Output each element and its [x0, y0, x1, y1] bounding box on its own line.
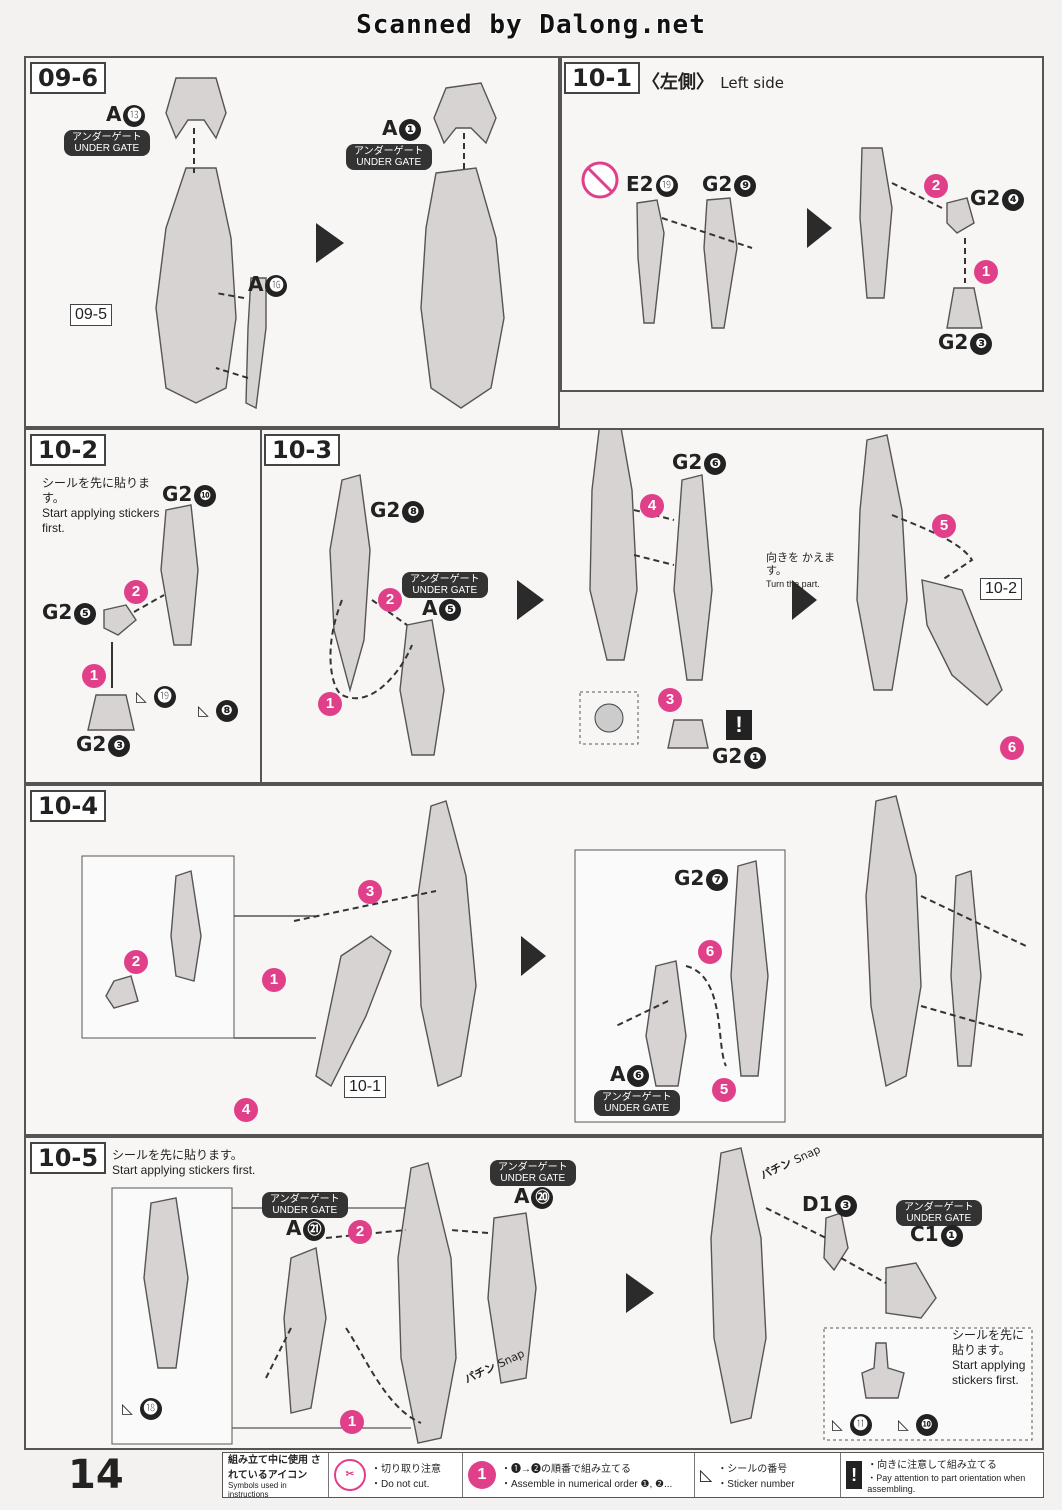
sticker-note: シールを先に貼ります。Start applying stickers first… — [42, 476, 160, 535]
sticker-18: ◺ ⓲ — [122, 1398, 162, 1420]
order-number: 1 — [318, 692, 342, 716]
scan-banner: Scanned by Dalong.net — [356, 10, 706, 40]
turn-note: 向きを かえます。Turn the part. — [766, 552, 836, 589]
order-number: 1 — [974, 260, 998, 284]
sticker-19: ◺ ⓳ — [136, 686, 176, 708]
order-number: 2 — [924, 174, 948, 198]
order-number: 4 — [640, 494, 664, 518]
step-09-6-drawing — [155, 77, 505, 410]
sticker-note: シールを先に 貼ります。Start applying stickers firs… — [952, 1328, 1026, 1387]
step-10-2-drawing — [87, 504, 199, 731]
side-label: 〈左側〉 Left side — [642, 72, 785, 93]
order-number: 3 — [358, 880, 382, 904]
attention-icon: ! — [846, 1461, 863, 1489]
legend-cut: ✂ ・切り取り注意・Do not cut. — [329, 1453, 463, 1497]
order-number: 6 — [1000, 736, 1024, 760]
step-10-4-drawing — [81, 795, 1027, 1123]
legend-orientation: ! ・向きに注意して組み立てる・Pay attention to part or… — [841, 1453, 1041, 1497]
order-number: 6 — [698, 940, 722, 964]
step-10-3-drawing — [329, 430, 1003, 756]
step-label: 09-6 — [30, 62, 107, 94]
step-10-1-drawing — [581, 147, 983, 329]
sticker-8: ◺ ❽ — [198, 700, 238, 722]
attention-icon: ! — [726, 710, 752, 740]
sticker-note: シールを先に貼ります。Start applying stickers first… — [112, 1148, 256, 1177]
order-number: 5 — [932, 514, 956, 538]
order-number: 2 — [378, 588, 402, 612]
sticker-11: ◺ ⓫ — [832, 1414, 872, 1436]
order-number: 5 — [712, 1078, 736, 1102]
ref-09-5: 09-5 — [70, 304, 113, 326]
legend-order: 1 ・❶→❷の順番で組み立てる・Assemble in numerical or… — [463, 1453, 695, 1497]
do-not-cut-icon: ✂ — [334, 1459, 366, 1491]
page-number: 14 — [68, 1452, 124, 1498]
legend-sticker: ◺ ・シールの番号・Sticker number — [695, 1453, 841, 1497]
ref-10-1: 10-1 — [344, 1076, 387, 1098]
step-label: 10-3 — [264, 434, 341, 466]
icon-legend: 組み立て中に使用 されているアイコン Symbols used in instr… — [222, 1452, 1044, 1499]
legend-title: 組み立て中に使用 されているアイコン Symbols used in instr… — [223, 1453, 329, 1499]
order-number: 1 — [340, 1410, 364, 1434]
order-number: 2 — [348, 1220, 372, 1244]
order-number-icon: 1 — [468, 1461, 496, 1489]
sticker-icon: ◺ — [700, 1467, 713, 1484]
order-number: 2 — [124, 950, 148, 974]
order-number: 4 — [234, 1098, 258, 1122]
ref-10-2: 10-2 — [980, 578, 1023, 600]
order-number: 3 — [658, 688, 682, 712]
step-label: 10-4 — [30, 790, 107, 822]
sticker-10: ◺ ❿ — [898, 1414, 938, 1436]
step-label: 10-5 — [30, 1142, 107, 1174]
panel-10-5: 10-5 シールを先に貼ります。Start applying stickers … — [24, 1136, 1044, 1450]
step-label: 10-2 — [30, 434, 107, 466]
panel-10-2: 10-2 シールを先に貼ります。Start applying stickers … — [24, 428, 262, 784]
order-number: 2 — [124, 580, 148, 604]
step-label: 10-1 — [564, 62, 641, 94]
order-number: 1 — [82, 664, 106, 688]
order-number: 1 — [262, 968, 286, 992]
